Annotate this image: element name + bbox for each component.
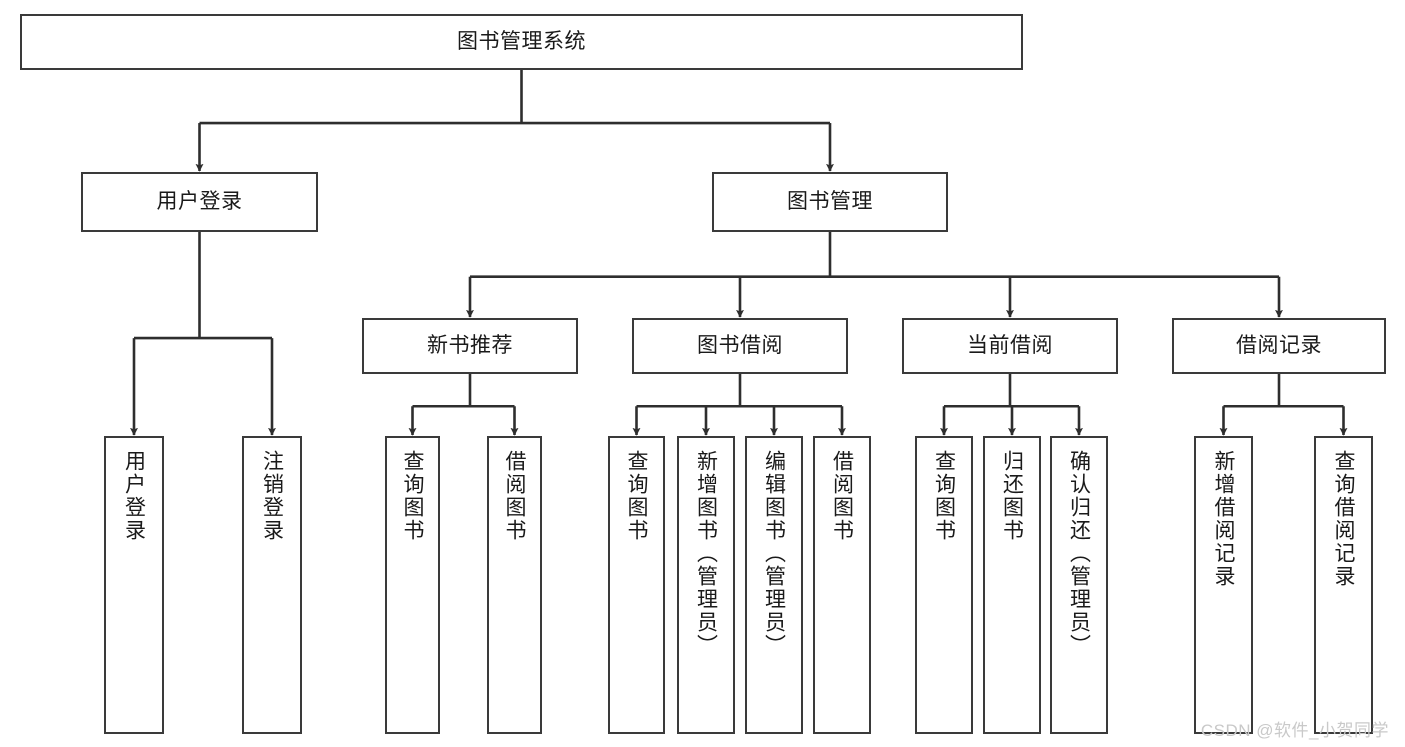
leaf-borrow-edit-book[interactable]: 编辑图书（管理员）	[745, 436, 803, 734]
node-current-borrow[interactable]: 当前借阅	[902, 318, 1118, 374]
leaf-user-logout[interactable]: 注销登录	[242, 436, 302, 734]
csdn-watermark: CSDN @软件_小贺同学	[1200, 721, 1389, 740]
leaf-recommend-borrow-book-label: 借阅图书	[503, 450, 526, 542]
leaf-borrow-edit-book-label: 编辑图书（管理员）	[762, 450, 786, 657]
leaf-borrow-lend-book-label: 借阅图书	[830, 450, 854, 542]
leaf-current-confirm-return[interactable]: 确认归还（管理员）	[1050, 436, 1108, 734]
node-root[interactable]: 图书管理系统	[20, 14, 1023, 70]
node-current-borrow-label: 当前借阅	[967, 333, 1053, 357]
node-book-borrow-label: 图书借阅	[697, 333, 783, 357]
leaf-current-return-book[interactable]: 归还图书	[983, 436, 1041, 734]
leaf-borrow-add-book-label: 新增图书（管理员）	[694, 450, 718, 657]
node-borrow-record-label: 借阅记录	[1236, 333, 1322, 357]
node-book-borrow[interactable]: 图书借阅	[632, 318, 848, 374]
leaf-borrow-add-book[interactable]: 新增图书（管理员）	[677, 436, 735, 734]
node-new-book-recommend-label: 新书推荐	[427, 333, 513, 357]
leaf-borrow-query-book-label: 查询图书	[625, 450, 648, 542]
leaf-record-query-label: 查询借阅记录	[1332, 450, 1355, 588]
node-borrow-record[interactable]: 借阅记录	[1172, 318, 1386, 374]
leaf-recommend-query-book-label: 查询图书	[401, 450, 424, 542]
leaf-current-query-book[interactable]: 查询图书	[915, 436, 973, 734]
node-new-book-recommend[interactable]: 新书推荐	[362, 318, 578, 374]
leaf-borrow-query-book[interactable]: 查询图书	[608, 436, 665, 734]
node-user-login[interactable]: 用户登录	[81, 172, 318, 232]
node-user-login-label: 用户登录	[156, 189, 243, 213]
node-book-management-label: 图书管理	[787, 189, 873, 213]
leaf-record-add[interactable]: 新增借阅记录	[1194, 436, 1253, 734]
leaf-current-query-book-label: 查询图书	[932, 450, 956, 542]
node-root-label: 图书管理系统	[457, 29, 586, 53]
leaf-user-logout-label: 注销登录	[260, 450, 284, 542]
node-book-management[interactable]: 图书管理	[712, 172, 948, 232]
leaf-borrow-lend-book[interactable]: 借阅图书	[813, 436, 871, 734]
leaf-user-login-label: 用户登录	[122, 450, 146, 542]
leaf-user-login[interactable]: 用户登录	[104, 436, 164, 734]
leaf-record-add-label: 新增借阅记录	[1212, 450, 1235, 588]
leaf-current-return-book-label: 归还图书	[1000, 450, 1024, 542]
leaf-recommend-borrow-book[interactable]: 借阅图书	[487, 436, 542, 734]
leaf-current-confirm-return-label: 确认归还（管理员）	[1067, 450, 1091, 657]
leaf-record-query[interactable]: 查询借阅记录	[1314, 436, 1373, 734]
leaf-recommend-query-book[interactable]: 查询图书	[385, 436, 440, 734]
